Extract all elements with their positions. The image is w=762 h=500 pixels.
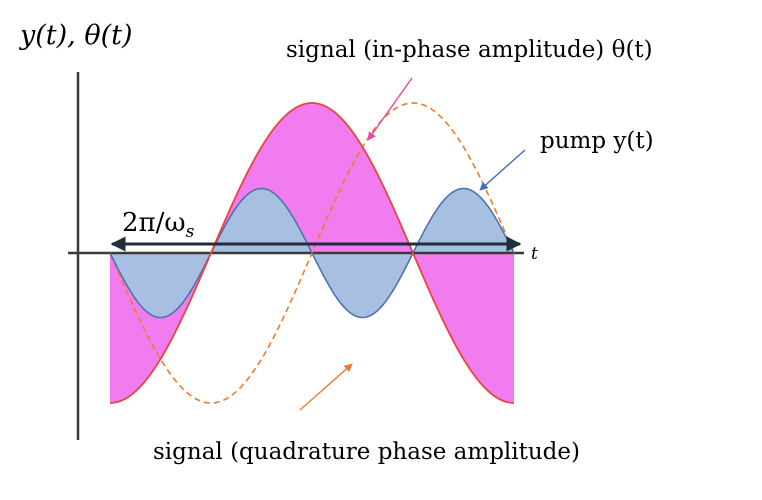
pump-label: pump y(t)	[540, 128, 654, 154]
quadrature-pointer-arrow	[299, 363, 353, 411]
pump-pointer-arrow	[479, 149, 526, 191]
in-phase-label: signal (in-phase amplitude) θ(t)	[286, 37, 653, 63]
in-phase-pointer-arrow	[367, 77, 413, 141]
quadrature-label: signal (quadrature phase amplitude)	[153, 439, 580, 465]
vertical-axis-label: y(t), θ(t)	[19, 20, 133, 51]
period-label-main: 2π/ω	[122, 208, 186, 238]
period-label: 2π/ωs	[122, 208, 195, 242]
in-phase-curve	[109, 102, 515, 404]
time-axis-label: t	[531, 244, 538, 264]
pump-curve	[109, 187, 515, 319]
period-label-subscript: s	[186, 222, 195, 242]
